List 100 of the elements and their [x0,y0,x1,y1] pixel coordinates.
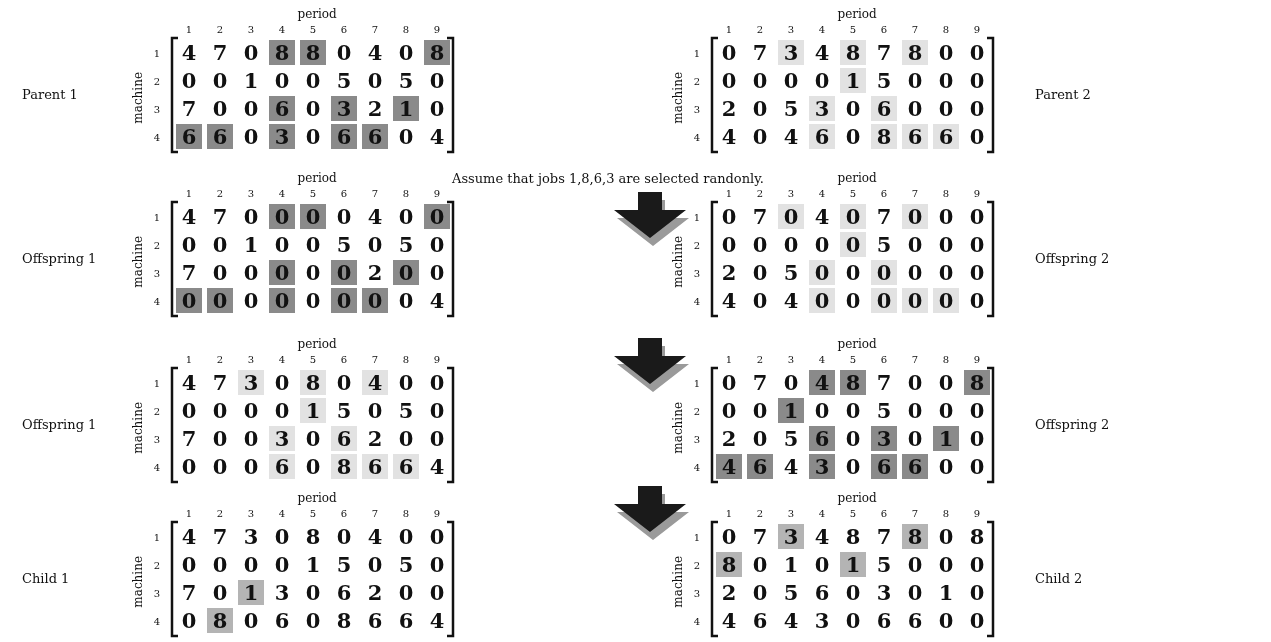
column-number: 1 [184,355,194,365]
row-number: 1 [692,49,702,59]
matrix-entry: 0 [397,40,415,65]
matrix-entry: 0 [242,608,260,633]
column-number: 4 [277,509,287,519]
axis-label: machine [672,556,684,608]
matrix-entry: 0 [242,426,260,451]
axis-label: period [837,338,877,350]
matrix-entry: 5 [875,232,893,257]
column-number: 1 [724,355,734,365]
matrix-entry: 0 [902,288,928,313]
matrix-entry: 3 [809,96,835,121]
matrix-entry: 0 [720,232,738,257]
matrix-entry: 0 [968,204,986,229]
matrix-entry: 0 [424,204,450,229]
matrix-entry: 0 [968,232,986,257]
matrix-entry: 5 [335,232,353,257]
matrix-entry: 6 [906,608,924,633]
matrix-entry: 0 [968,288,986,313]
matrix-entry: 0 [362,288,388,313]
matrix-entry: 3 [871,426,897,451]
matrix-entry: 0 [397,524,415,549]
matrix-entry: 0 [428,260,446,285]
matrix-entry: 0 [968,68,986,93]
matrix-entry: 3 [238,370,264,395]
matrix-title: Parent 2 [1035,88,1091,101]
matrix-entry: 8 [300,40,326,65]
column-number: 8 [941,25,951,35]
matrix-entry: 0 [906,426,924,451]
column-number: 7 [370,509,380,519]
matrix-entry: 8 [424,40,450,65]
column-number: 6 [879,25,889,35]
matrix-entry: 1 [393,96,419,121]
row-number: 3 [692,269,702,279]
matrix-entry: 0 [366,232,384,257]
matrix-entry: 0 [304,454,322,479]
axis-label: machine [132,72,144,124]
matrix-entry: 0 [937,608,955,633]
column-number: 6 [339,355,349,365]
column-number: 1 [184,509,194,519]
row-number: 2 [692,77,702,87]
matrix-entry: 5 [875,552,893,577]
matrix-entry: 0 [906,398,924,423]
matrix-entry: 0 [844,288,862,313]
matrix-entry: 0 [242,552,260,577]
matrix-entry: 0 [937,398,955,423]
column-number: 2 [215,25,225,35]
matrix-entry: 4 [366,204,384,229]
matrix-entry: 5 [397,552,415,577]
matrix-entry: 2 [720,96,738,121]
matrix-entry: 7 [211,370,229,395]
matrix-entry: 0 [335,40,353,65]
matrix-entry: 0 [211,398,229,423]
matrix-entry: 0 [397,370,415,395]
matrix-entry: 0 [211,260,229,285]
matrix-entry: 3 [875,580,893,605]
axis-label: period [297,492,337,504]
matrix-entry: 0 [207,288,233,313]
column-number: 7 [910,189,920,199]
matrix-entry: 0 [242,260,260,285]
matrix-entry: 2 [366,260,384,285]
column-number: 9 [972,189,982,199]
matrix-entry: 0 [813,68,831,93]
matrix-entry: 0 [269,260,295,285]
matrix-entry: 8 [716,552,742,577]
note-text: Assume that jobs 1,8,6,3 are selected randonly. [452,172,764,185]
matrix-entry: 4 [782,124,800,149]
row-number: 1 [152,533,162,543]
column-number: 5 [848,189,858,199]
column-number: 7 [370,355,380,365]
matrix-entry: 4 [813,524,831,549]
row-number: 4 [692,463,702,473]
matrix-entry: 0 [751,288,769,313]
matrix-entry: 8 [902,40,928,65]
column-number: 2 [215,189,225,199]
matrix-entry: 8 [902,524,928,549]
matrix-entry: 6 [366,608,384,633]
matrix-entry: 1 [238,580,264,605]
matrix-entry: 7 [875,40,893,65]
matrix-entry: 0 [304,68,322,93]
matrix-entry: 0 [968,96,986,121]
axis-label: machine [672,402,684,454]
matrix-entry: 0 [906,552,924,577]
matrix-entry: 0 [428,68,446,93]
matrix-entry: 0 [937,204,955,229]
column-number: 8 [401,189,411,199]
column-number: 6 [879,189,889,199]
matrix-entry: 1 [933,426,959,451]
axis-label: period [297,172,337,184]
matrix-entry: 0 [242,124,260,149]
matrix-entry: 0 [428,552,446,577]
matrix-entry: 0 [428,580,446,605]
column-number: 5 [848,25,858,35]
matrix-entry: 6 [809,124,835,149]
matrix-entry: 5 [397,68,415,93]
matrix-entry: 0 [211,454,229,479]
column-number: 9 [432,355,442,365]
column-number: 3 [786,509,796,519]
matrix-entry: 0 [809,288,835,313]
column-number: 6 [879,509,889,519]
